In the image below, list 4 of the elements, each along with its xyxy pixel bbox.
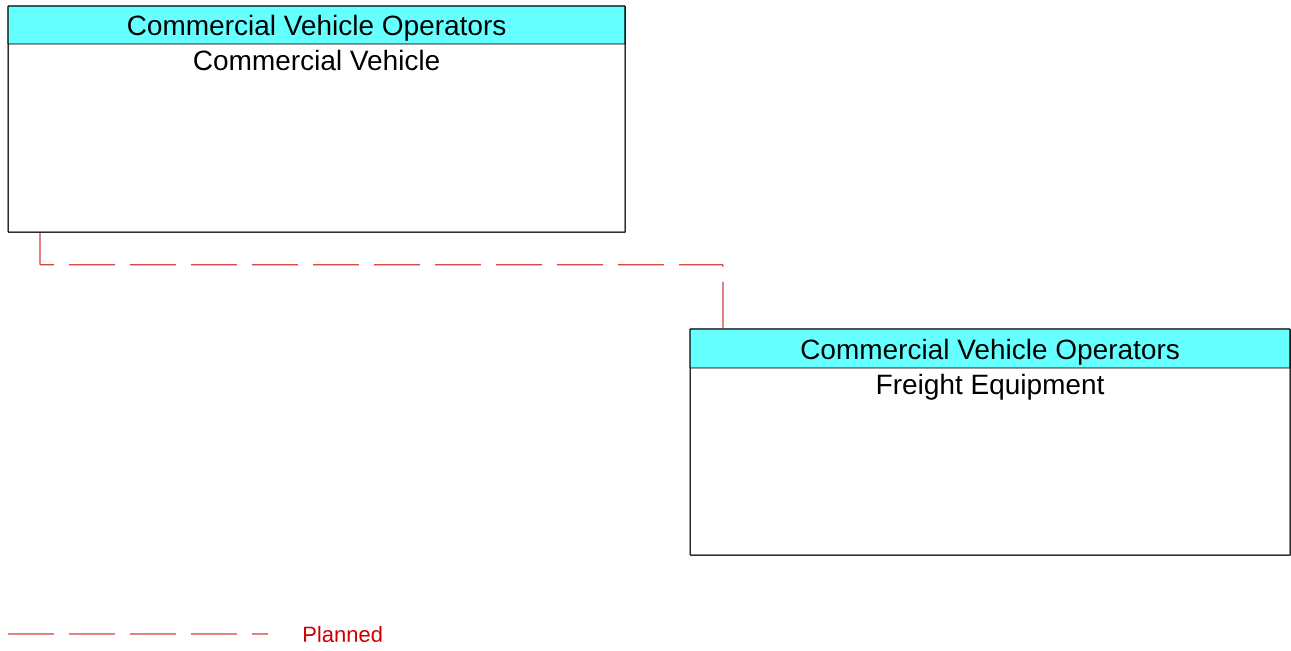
connector-line: [39, 232, 724, 330]
entity-box: Commercial Vehicle Operators Commercial Vehicle: [7, 5, 626, 233]
legend-label: Planned: [304, 625, 382, 643]
entity-box: Commercial Vehicle Operators Freight Equipment: [689, 328, 1291, 556]
